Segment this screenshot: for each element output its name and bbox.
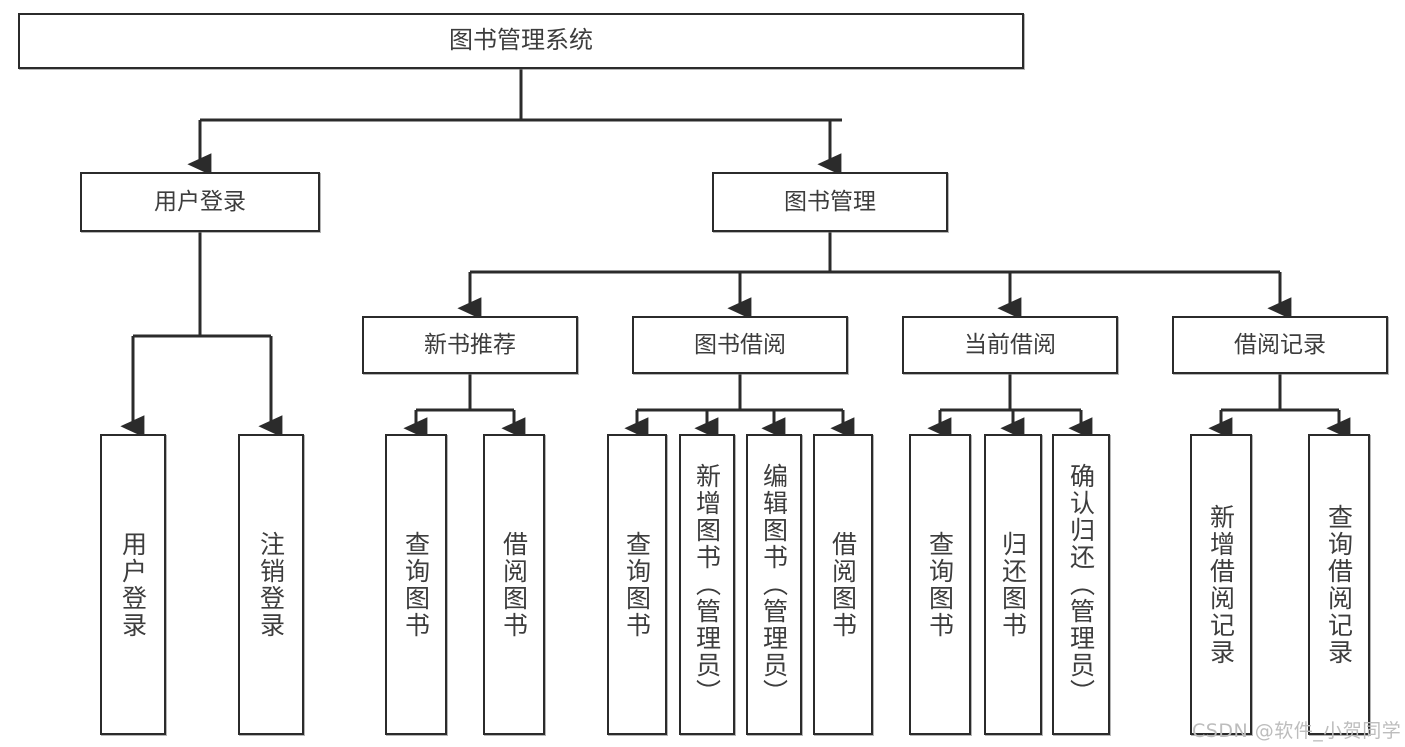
node-new-book-rec[interactable]: 新书推荐 [362, 316, 578, 374]
node-book-borrow[interactable]: 图书借阅 [632, 316, 848, 374]
node-root[interactable]: 图书管理系统 [18, 13, 1024, 69]
node-leaf-query-book-br[interactable]: 查询图书 [607, 434, 667, 735]
node-leaf-query-book-rec-label: 查询图书 [401, 530, 431, 639]
node-leaf-query-book-cb[interactable]: 查询图书 [909, 434, 971, 735]
node-leaf-edit-book-label: 编辑图书（管理员） [759, 463, 789, 706]
node-leaf-user-login-label: 用户登录 [118, 530, 148, 639]
node-leaf-borrow-book-br[interactable]: 借阅图书 [813, 434, 873, 735]
node-leaf-return-book-label: 归还图书 [998, 530, 1028, 639]
node-leaf-confirm-return[interactable]: 确认归还（管理员） [1052, 434, 1110, 735]
node-user-login[interactable]: 用户登录 [80, 172, 320, 232]
node-new-book-rec-label: 新书推荐 [424, 331, 516, 358]
node-leaf-query-record-label: 查询借阅记录 [1324, 503, 1354, 666]
node-book-borrow-label: 图书借阅 [694, 331, 786, 358]
node-leaf-borrow-book-rec-label: 借阅图书 [499, 530, 529, 639]
node-borrow-record-label: 借阅记录 [1234, 331, 1326, 358]
node-book-manage[interactable]: 图书管理 [712, 172, 948, 232]
node-leaf-borrow-book-rec[interactable]: 借阅图书 [483, 434, 545, 735]
csdn-watermark: CSDN @软件_小贺同学 [1192, 720, 1402, 742]
node-leaf-logout[interactable]: 注销登录 [238, 434, 304, 735]
node-current-borrow[interactable]: 当前借阅 [902, 316, 1118, 374]
node-book-manage-label: 图书管理 [784, 188, 876, 215]
node-leaf-query-book-rec[interactable]: 查询图书 [385, 434, 447, 735]
node-leaf-edit-book[interactable]: 编辑图书（管理员） [746, 434, 802, 735]
node-leaf-query-book-cb-label: 查询图书 [925, 530, 955, 639]
node-leaf-query-book-br-label: 查询图书 [622, 530, 652, 639]
node-user-login-label: 用户登录 [154, 188, 246, 215]
node-current-borrow-label: 当前借阅 [964, 331, 1056, 358]
node-leaf-add-book[interactable]: 新增图书（管理员） [679, 434, 735, 735]
node-leaf-query-record[interactable]: 查询借阅记录 [1308, 434, 1370, 735]
node-leaf-add-record-label: 新增借阅记录 [1206, 503, 1236, 666]
node-leaf-user-login[interactable]: 用户登录 [100, 434, 166, 735]
node-root-label: 图书管理系统 [449, 26, 593, 55]
node-leaf-confirm-return-label: 确认归还（管理员） [1066, 463, 1096, 706]
node-leaf-return-book[interactable]: 归还图书 [984, 434, 1042, 735]
node-leaf-add-record[interactable]: 新增借阅记录 [1190, 434, 1252, 735]
node-leaf-add-book-label: 新增图书（管理员） [692, 463, 722, 706]
node-leaf-borrow-book-br-label: 借阅图书 [828, 530, 858, 639]
node-borrow-record[interactable]: 借阅记录 [1172, 316, 1388, 374]
node-leaf-logout-label: 注销登录 [256, 530, 286, 639]
